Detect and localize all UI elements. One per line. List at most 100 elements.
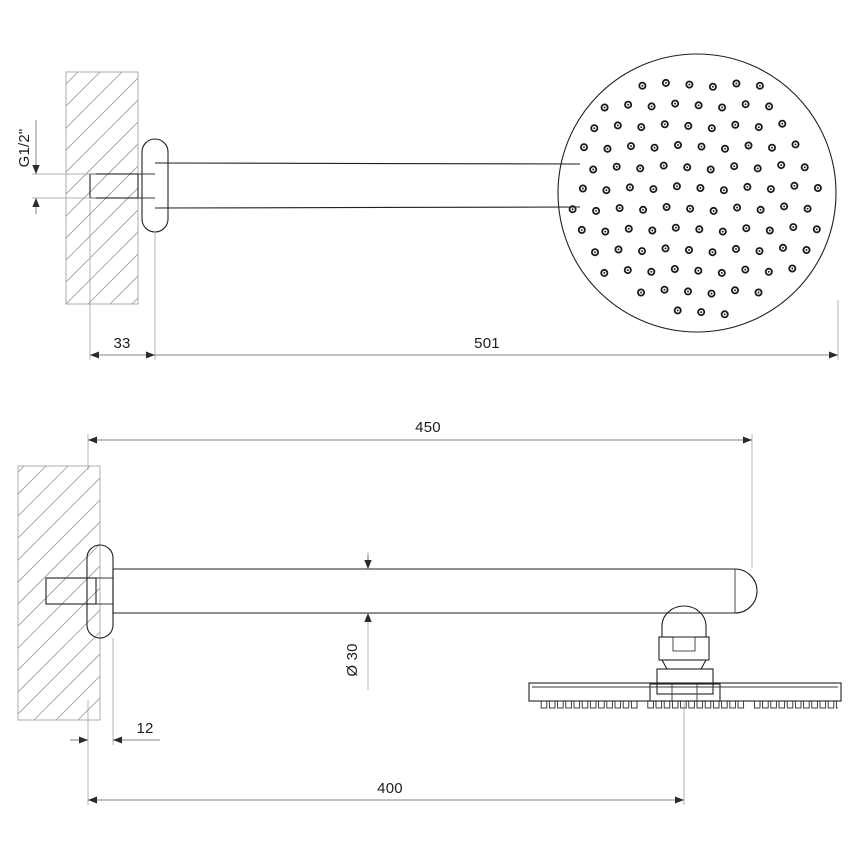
shower-nozzle-nub <box>589 700 597 709</box>
shower-nozzle <box>660 120 669 129</box>
shower-nozzle-center <box>771 146 773 149</box>
shower-nozzle-center <box>651 229 654 232</box>
shower-nozzle <box>580 143 589 152</box>
shower-nozzle-nub <box>647 700 654 709</box>
shower-nozzle-center <box>780 164 783 167</box>
shower-nozzle-center <box>758 84 761 87</box>
shower-nozzle-nub <box>540 700 548 709</box>
shower-nozzle-center <box>783 205 786 208</box>
shower-nozzle <box>670 264 679 273</box>
shower-nozzle <box>671 99 680 108</box>
shower-nozzle-nub <box>565 700 572 709</box>
shower-nozzle <box>718 227 727 236</box>
shower-nozzle-center <box>595 209 598 212</box>
shower-nozzle-center <box>710 127 713 130</box>
shower-nozzle-nub <box>606 700 613 709</box>
shower-nozzle <box>706 165 715 174</box>
shower-nozzle <box>671 223 680 232</box>
dim-label-501: 501 <box>474 335 500 352</box>
shower-nozzle-center <box>697 269 700 272</box>
dim-33: 33 <box>89 200 156 360</box>
shower-nozzle <box>627 142 636 151</box>
dim-501: 501 <box>155 300 839 360</box>
shower-nozzle-center <box>676 309 679 312</box>
shower-nozzle-center <box>720 271 723 274</box>
shower-nozzle <box>754 123 763 132</box>
shower-nozzle-center <box>769 188 772 191</box>
shower-nozzle-nub <box>614 700 622 709</box>
shower-nozzle-nub <box>835 700 838 709</box>
shower-nozzle <box>732 244 741 253</box>
shower-nozzle-center <box>711 251 714 254</box>
shower-nozzle-center <box>781 122 784 125</box>
shower-head-plate-side <box>528 682 842 709</box>
shower-nozzle-center <box>674 102 677 105</box>
shower-nozzle-center <box>744 103 747 106</box>
shower-nozzle <box>779 243 788 252</box>
shower-nozzle <box>695 225 704 234</box>
dim-label-thread: G1/2" <box>16 129 33 168</box>
shower-nozzle <box>600 268 609 277</box>
shower-nozzle-center <box>805 249 808 251</box>
shower-nozzle-center <box>722 189 725 192</box>
shower-nozzle-center <box>687 290 689 293</box>
shower-nozzle-nub <box>557 700 564 709</box>
shower-nozzle-nub <box>573 700 581 709</box>
shower-nozzle <box>602 186 611 195</box>
shower-nozzle <box>603 144 612 153</box>
dim-label-400: 400 <box>377 780 403 797</box>
shower-nozzle-center <box>664 81 667 84</box>
shower-nozzle <box>720 310 729 319</box>
shower-nozzle <box>744 141 753 150</box>
shower-nozzle <box>625 183 634 192</box>
shower-nozzle-center <box>734 289 736 292</box>
shower-nozzle <box>697 142 706 151</box>
shower-nozzle <box>591 248 600 257</box>
shower-nozzle-nub <box>827 700 835 709</box>
shower-nozzle <box>696 183 705 192</box>
shower-nozzle-center <box>758 250 761 253</box>
shower-nozzle-center <box>603 106 606 109</box>
shower-nozzle-center <box>639 167 642 170</box>
shower-nozzle-nub <box>803 700 810 709</box>
shower-nozzle <box>717 268 726 277</box>
shower-nozzle <box>637 288 646 297</box>
shower-nozzle-center <box>756 167 759 170</box>
shower-nozzle <box>718 103 727 112</box>
shower-nozzle-center <box>735 247 737 250</box>
shower-nozzle-center <box>627 103 630 106</box>
shower-nozzle-center <box>604 230 607 233</box>
shower-nozzle-nub <box>704 700 712 709</box>
shower-nozzle-center <box>640 291 642 294</box>
shower-nozzle-nub <box>581 700 589 709</box>
shower-nozzle <box>742 224 751 233</box>
shower-nozzle-center <box>652 188 655 191</box>
shower-nozzle <box>765 226 774 235</box>
shower-nozzle-center <box>699 187 702 189</box>
shower-nozzle <box>647 267 656 276</box>
shower-nozzle-nub <box>737 700 745 709</box>
shower-nozzle <box>578 184 587 193</box>
shower-nozzle <box>673 306 682 315</box>
shower-nozzle-center <box>677 144 679 146</box>
shower-nozzle-center <box>650 105 653 108</box>
shower-nozzle <box>694 101 703 110</box>
wall-section-top <box>65 71 139 305</box>
shower-nozzle <box>660 285 669 294</box>
shower-nozzle-center <box>665 206 668 208</box>
shower-nozzle <box>639 205 648 214</box>
shower-nozzle-nub <box>696 700 704 709</box>
shower-nozzle <box>601 227 610 236</box>
dim-label-30: Ø 30 <box>344 643 361 676</box>
shower-nozzle-center <box>721 106 724 109</box>
shower-nozzle-center <box>687 124 690 127</box>
shower-nozzle-nub <box>762 700 769 709</box>
shower-nozzle-center <box>768 229 771 232</box>
shower-nozzle <box>624 100 633 109</box>
shower-nozzle-center <box>767 270 770 273</box>
shower-nozzle <box>733 203 742 212</box>
shower-nozzle-center <box>662 164 665 167</box>
shower-nozzle-center <box>724 147 726 150</box>
shower-nozzle <box>600 103 609 112</box>
